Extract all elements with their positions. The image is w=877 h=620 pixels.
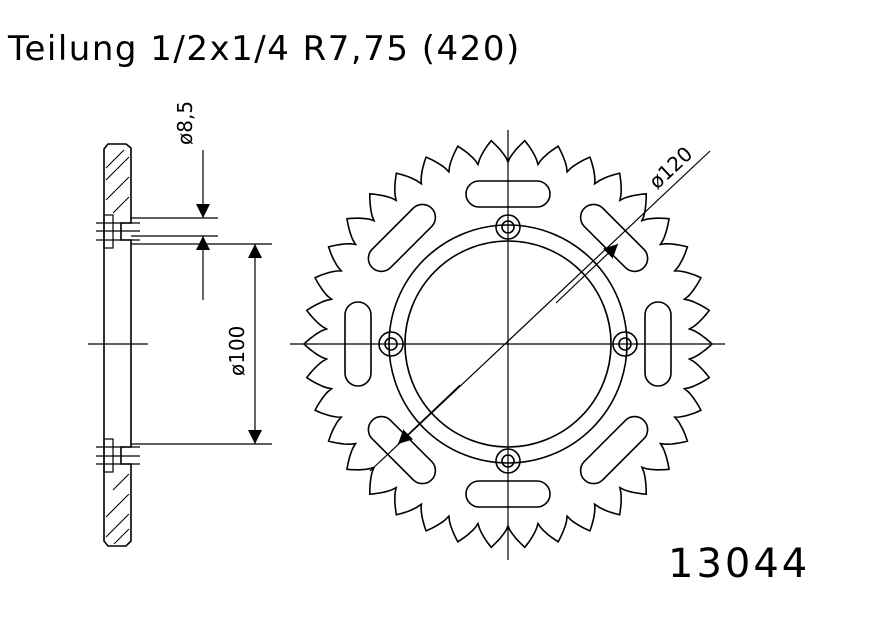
part-number: 13044 bbox=[668, 541, 810, 587]
outer-diameter-dimension-label: ø120 bbox=[644, 142, 697, 194]
lightening-slot bbox=[367, 203, 437, 273]
lightening-slot bbox=[367, 415, 437, 485]
section-hatching-lower bbox=[105, 473, 130, 545]
lightening-slot bbox=[579, 203, 649, 273]
pitch-spec-title: Teilung 1/2x1/4 R7,75 (420) bbox=[7, 29, 521, 69]
lightening-slot bbox=[579, 415, 649, 485]
bolt-hole-dimension: ø8,5 bbox=[131, 101, 218, 300]
section-hatching-upper bbox=[105, 149, 130, 214]
outer-diameter-dimension: ø120 bbox=[369, 142, 711, 472]
bolt-circle-dimension-label: ø100 bbox=[225, 326, 249, 376]
front-view bbox=[290, 130, 725, 560]
bolt-hole-dimension-label: ø8,5 bbox=[173, 101, 197, 145]
bolt-circle-dimension: ø100 bbox=[131, 243, 272, 445]
side-view bbox=[88, 143, 148, 547]
